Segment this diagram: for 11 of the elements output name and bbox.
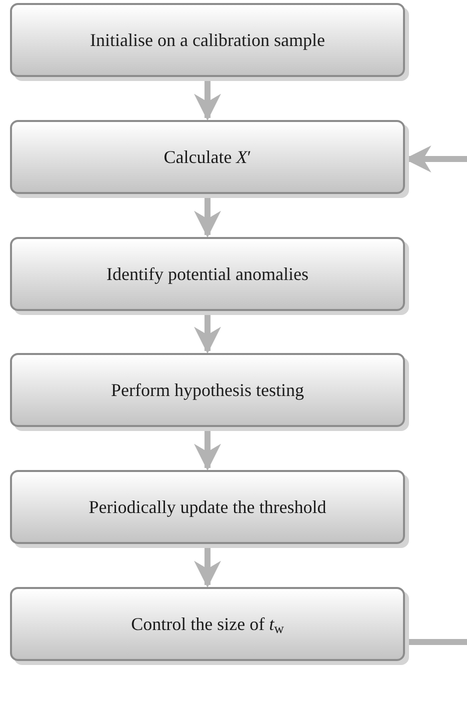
step-label: Control the size of t$_{w}$ xyxy=(131,612,284,638)
arrow xyxy=(194,79,221,121)
arrow xyxy=(194,546,221,588)
arrow xyxy=(194,313,221,354)
step-label: Perform hypothesis testing xyxy=(111,378,304,402)
step-label: Calculate X′ xyxy=(164,146,252,168)
step-label: Initialise on a calibration sample xyxy=(90,28,325,52)
step-label: Periodically update the threshold xyxy=(88,496,326,519)
arrow xyxy=(194,429,221,471)
arrow xyxy=(194,196,221,238)
step-label: Identify potential anomalies xyxy=(106,262,308,286)
